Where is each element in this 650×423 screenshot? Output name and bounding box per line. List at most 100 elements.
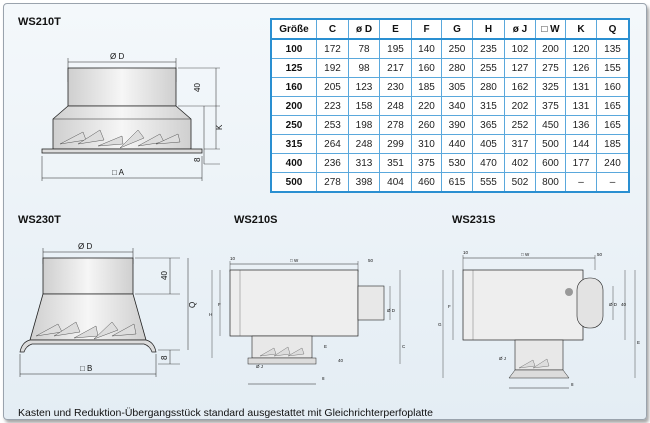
- table-cell: 450: [535, 115, 566, 135]
- dim-label-50: 50: [368, 258, 374, 263]
- table-cell: 500: [535, 134, 566, 154]
- col-header: K: [565, 18, 597, 40]
- table-cell: 365: [472, 115, 505, 135]
- table-cell: 192: [316, 58, 349, 78]
- dim-label-w: □ W: [290, 258, 299, 263]
- table-cell: 160: [411, 58, 442, 78]
- table-cell: 131: [565, 77, 597, 97]
- table-cell: 340: [441, 96, 473, 116]
- dim-label-oj: Ø J: [499, 356, 506, 361]
- table-cell: 255: [472, 58, 505, 78]
- table-cell: 98: [348, 58, 380, 78]
- title-ws210s: WS210S: [234, 214, 278, 226]
- size-cell: 400: [270, 153, 317, 173]
- table-cell: 325: [535, 77, 566, 97]
- table-cell: 127: [504, 58, 536, 78]
- table-cell: 223: [316, 96, 349, 116]
- table-cell: –: [565, 172, 597, 193]
- col-header: E: [379, 18, 412, 40]
- table-cell: 162: [504, 77, 536, 97]
- table-cell: 177: [565, 153, 597, 173]
- dim-label-40: 40: [338, 358, 344, 363]
- datasheet-panel: WS210T: [3, 3, 647, 420]
- dim-label-d: Ø D: [110, 52, 124, 61]
- table-cell: 405: [472, 134, 505, 154]
- dim-label-od: Ø D: [609, 302, 618, 307]
- table-cell: 404: [379, 172, 412, 193]
- table-cell: 140: [411, 38, 442, 59]
- dim-label-a: □ A: [112, 168, 125, 177]
- table-cell: 530: [441, 153, 473, 173]
- dim-label-50: 50: [597, 252, 603, 257]
- col-header: ø D: [348, 18, 380, 40]
- title-ws231s: WS231S: [452, 214, 496, 226]
- table-cell: 253: [316, 115, 349, 135]
- dim-label-f: F: [448, 304, 451, 309]
- table-cell: 600: [535, 153, 566, 173]
- table-cell: 310: [411, 134, 442, 154]
- title-ws210t: WS210T: [18, 16, 61, 28]
- dim-label-f: F: [218, 302, 221, 307]
- col-header: H: [472, 18, 505, 40]
- table-cell: 123: [348, 77, 380, 97]
- table-cell: 165: [596, 115, 630, 135]
- table-cell: 375: [535, 96, 566, 116]
- table-cell: 220: [411, 96, 442, 116]
- table-header-row: Größe C ø D E F G H ø J □ W K Q: [270, 18, 630, 40]
- table-cell: 390: [441, 115, 473, 135]
- table-cell: 200: [535, 38, 566, 59]
- dim-label-oj: Ø J: [256, 364, 263, 369]
- table-cell: 264: [316, 134, 349, 154]
- dim-label-40: 40: [193, 83, 202, 92]
- table-cell: 460: [411, 172, 442, 193]
- dim-label-od: Ø D: [387, 308, 396, 313]
- size-cell: 500: [270, 172, 317, 193]
- table-cell: 398: [348, 172, 380, 193]
- table-cell: 275: [535, 58, 566, 78]
- table-cell: 185: [411, 77, 442, 97]
- table-cell: 155: [596, 58, 630, 78]
- dim-label-c: C: [402, 344, 406, 349]
- dim-label-w: □ W: [521, 252, 530, 257]
- dim-label-b: □ B: [80, 364, 92, 373]
- col-header: Q: [596, 18, 630, 40]
- table-cell: 800: [535, 172, 566, 193]
- dim-label-e: E: [637, 340, 640, 345]
- drawing-ws230t: Ø D 40 Q 8 □ B: [8, 236, 203, 386]
- table-cell: 305: [441, 77, 473, 97]
- table-cell: 198: [348, 115, 380, 135]
- dim-label-g: G: [438, 322, 442, 327]
- table-cell: 278: [316, 172, 349, 193]
- table-cell: 248: [379, 96, 412, 116]
- footer-note: Kasten und Reduktion-Übergangsstück stan…: [18, 407, 433, 419]
- dim-label-k: K: [215, 124, 224, 130]
- dim-label-h: H: [209, 312, 212, 317]
- table-cell: 185: [596, 134, 630, 154]
- table-cell: 202: [504, 96, 536, 116]
- table-cell: 351: [379, 153, 412, 173]
- title-ws230t: WS230T: [18, 214, 61, 226]
- dim-label-d: Ø D: [78, 242, 92, 251]
- dim-label-40: 40: [621, 302, 627, 307]
- table-cell: 280: [441, 58, 473, 78]
- table-cell: 135: [596, 38, 630, 59]
- size-cell: 125: [270, 58, 317, 78]
- col-header: G: [441, 18, 473, 40]
- table-cell: 470: [472, 153, 505, 173]
- size-cell: 100: [270, 38, 317, 59]
- dim-label-8: 8: [160, 355, 169, 360]
- table-cell: 120: [565, 38, 597, 59]
- table-cell: 252: [504, 115, 536, 135]
- size-cell: 250: [270, 115, 317, 135]
- col-header: F: [411, 18, 442, 40]
- table-cell: 136: [565, 115, 597, 135]
- table-cell: 236: [316, 153, 349, 173]
- table-cell: 248: [348, 134, 380, 154]
- table-cell: 375: [411, 153, 442, 173]
- drawing-ws231s: □ W 10 50 F G Ø D Ø J 40 E 8: [429, 246, 644, 396]
